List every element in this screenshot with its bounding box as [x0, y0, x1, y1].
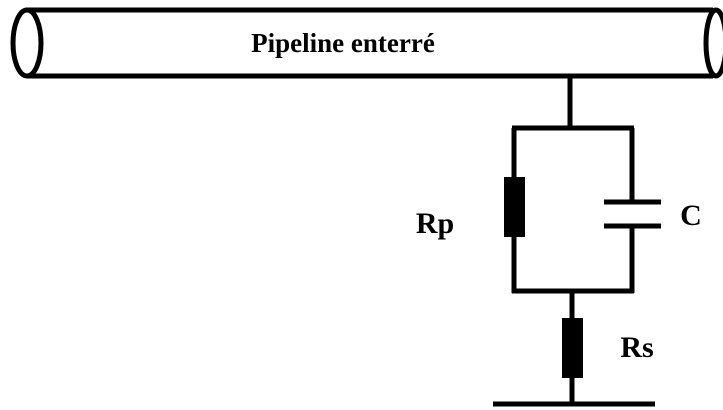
circuit-wires: [511, 76, 635, 404]
pipeline-label: Pipeline enterré: [251, 28, 435, 58]
rs-label: Rs: [620, 331, 653, 364]
c-label: C: [680, 199, 702, 232]
pipeline: Pipeline enterré: [10, 7, 723, 79]
rp-resistor: [504, 177, 525, 237]
pipeline-right-end: [703, 7, 723, 79]
rp-label: Rp: [416, 207, 454, 240]
pipeline-left-end: [10, 7, 44, 79]
rs-resistor: [562, 318, 583, 378]
